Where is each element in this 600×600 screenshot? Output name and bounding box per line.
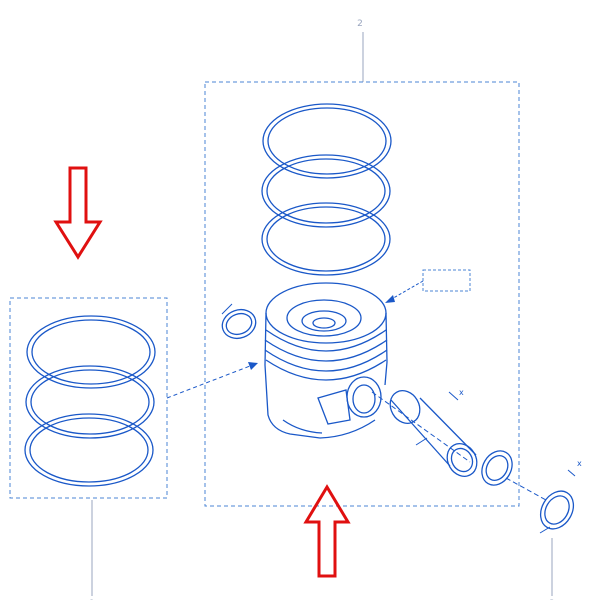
down-arrow-icon <box>53 166 103 260</box>
callout-2-number: 2 <box>357 19 363 29</box>
compression-ring-top[interactable] <box>262 103 392 179</box>
ring-set-top-ring[interactable] <box>26 315 156 389</box>
pin-retainer[interactable] <box>505 469 580 535</box>
ring-set-bottom-ring[interactable] <box>24 413 154 487</box>
callout-2[interactable]: 2 <box>357 19 364 82</box>
compression-ring-middle[interactable] <box>261 154 391 228</box>
callout-1[interactable]: 1 <box>89 500 95 600</box>
retainer-axis-label: x <box>577 459 582 468</box>
oil-control-ring[interactable] <box>261 202 391 276</box>
ring-fit-leader <box>166 362 258 399</box>
piston-pin[interactable] <box>371 385 483 481</box>
piston[interactable] <box>264 282 388 439</box>
callout-3[interactable]: 3 <box>549 538 555 600</box>
piston-assembly-frame <box>204 81 520 507</box>
reference-box <box>385 269 471 303</box>
up-arrow-icon <box>303 484 351 578</box>
ring-set-frame <box>9 297 168 499</box>
ring-set-middle-ring[interactable] <box>25 365 155 439</box>
piston-rings-upper[interactable] <box>261 103 392 276</box>
circlip-left[interactable] <box>218 303 260 343</box>
pin-axis-label: x <box>459 388 464 397</box>
piston-rings-lower[interactable] <box>24 315 156 487</box>
circlip-right[interactable] <box>476 445 518 490</box>
